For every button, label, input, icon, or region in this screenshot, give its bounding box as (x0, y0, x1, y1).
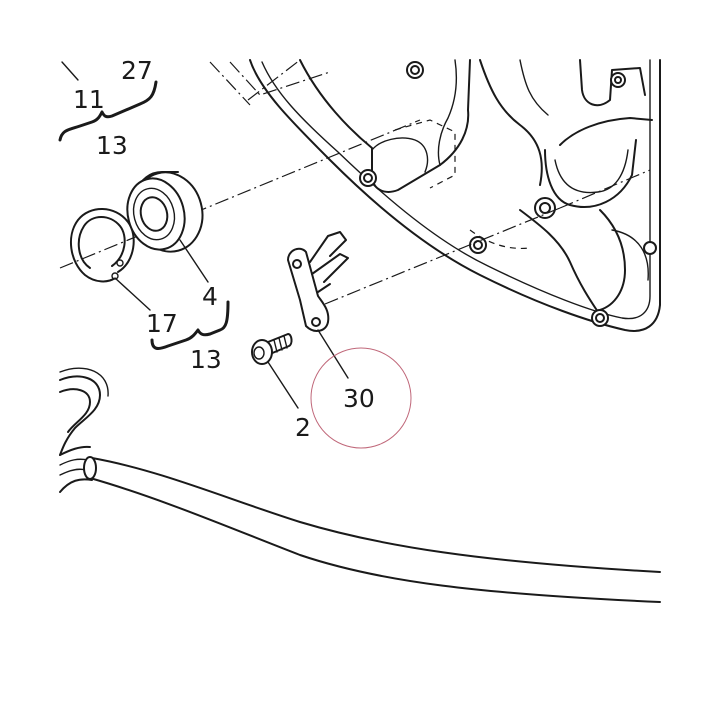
lever-bracket-part (287, 231, 349, 332)
callout-11: 11 (73, 85, 105, 114)
group-braces (58, 80, 230, 350)
callout-13-lower: 13 (190, 345, 222, 374)
socket-screw-part (251, 333, 293, 365)
callout-2: 2 (295, 413, 311, 442)
hose-part (59, 367, 661, 603)
callout-labels: 11 27 13 4 17 13 2 30 (73, 56, 375, 442)
callout-17: 17 (146, 309, 178, 338)
callout-27: 27 (121, 56, 153, 85)
callout-13-upper: 13 (96, 131, 128, 160)
leader-lines (61, 61, 349, 409)
callout-30: 30 (343, 384, 375, 413)
engine-cover-casting (249, 59, 661, 332)
callout-4: 4 (202, 282, 218, 311)
assembly-axis-lines (59, 59, 651, 305)
circlip-part (70, 208, 135, 283)
ball-bearing-part (126, 171, 204, 253)
highlight-circle (310, 347, 412, 449)
